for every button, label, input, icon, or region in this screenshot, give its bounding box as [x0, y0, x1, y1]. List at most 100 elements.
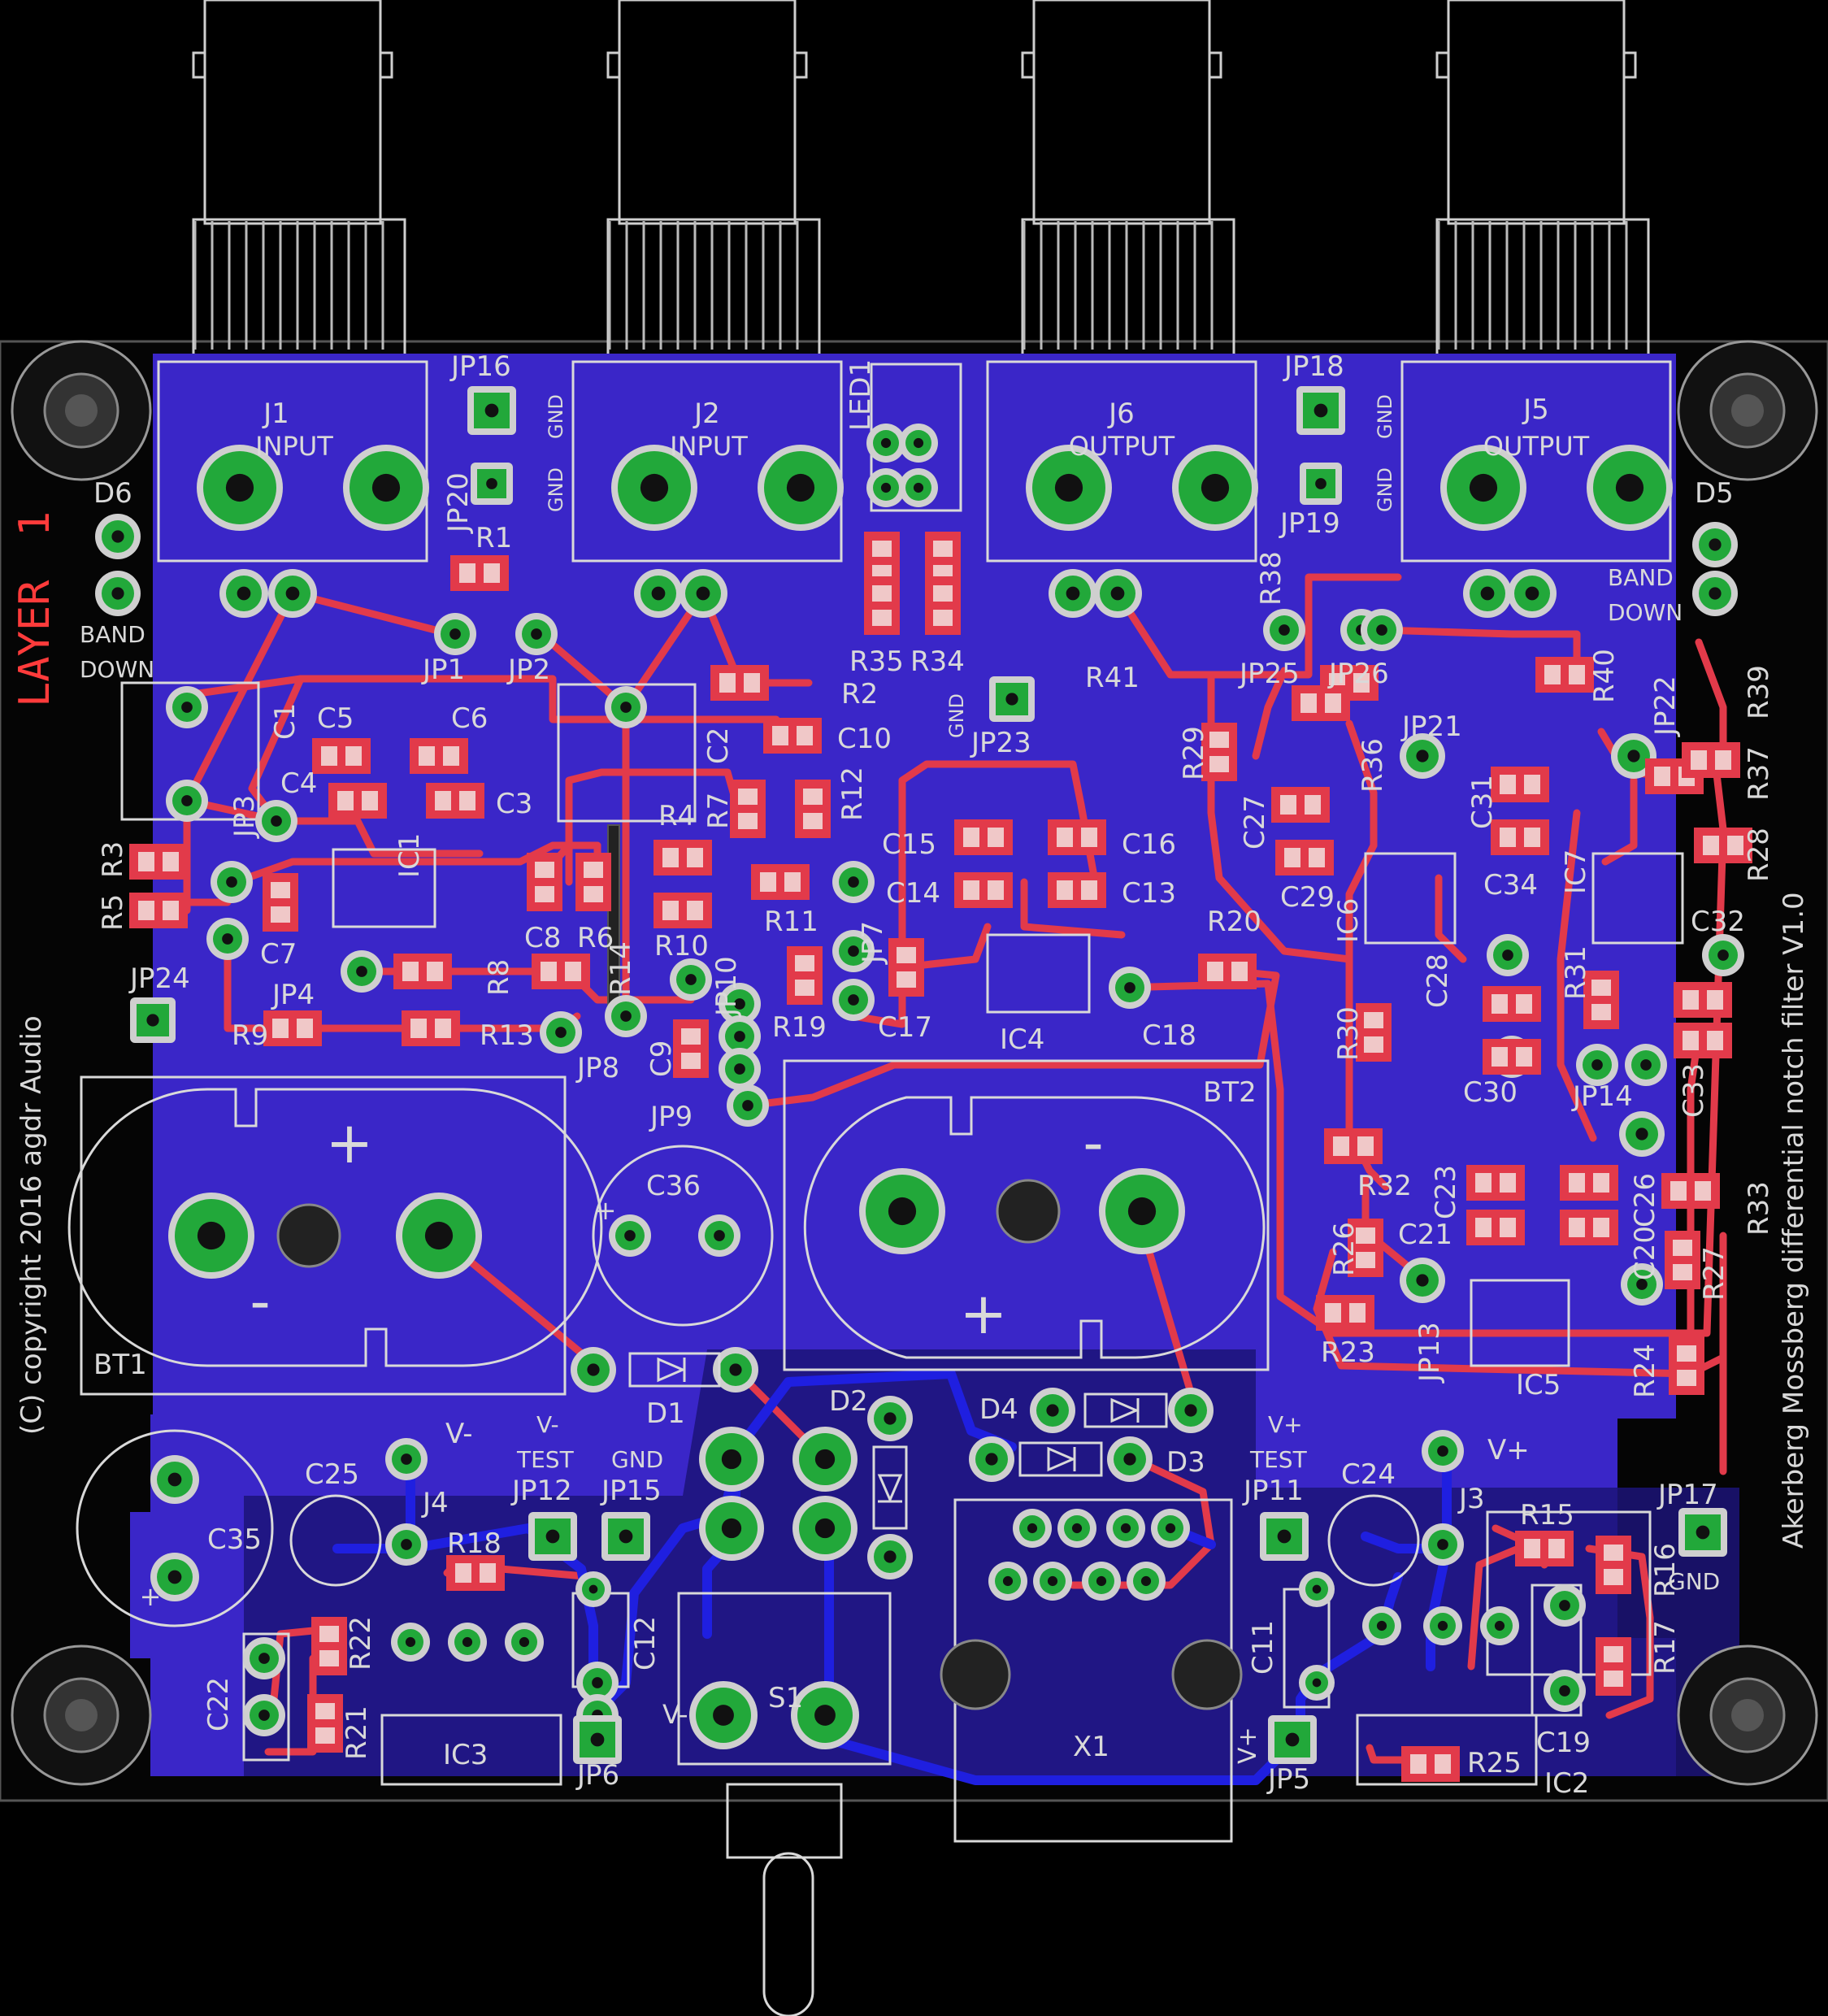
drill-hole — [913, 482, 924, 493]
drill-hole — [197, 1221, 226, 1250]
bt2-minus: - — [1083, 1110, 1103, 1176]
smd-footprint — [1275, 840, 1334, 875]
mounting-hole-top-left — [11, 340, 152, 481]
smd-pad — [362, 791, 378, 810]
ref-jp20: JP20 — [442, 472, 475, 534]
gnd-label-jp23: GND — [945, 693, 968, 738]
smd-pad — [1604, 1569, 1623, 1585]
j5-label: OUTPUT — [1483, 431, 1590, 462]
smd-pad — [1569, 1173, 1585, 1193]
smd-footprint — [532, 954, 590, 989]
ref-r37: R37 — [1743, 746, 1775, 801]
smd-pad — [484, 563, 500, 583]
smd-pad — [1057, 880, 1073, 900]
drill-hole — [713, 1705, 734, 1726]
drill-hole — [624, 1230, 636, 1241]
layer-number: 1 — [11, 511, 59, 537]
bnc-threads — [193, 221, 1628, 350]
ref-c9: C9 — [645, 1041, 678, 1077]
drill-hole — [1165, 1523, 1176, 1534]
ref-jp15: JP15 — [600, 1475, 662, 1507]
ref-c4: C4 — [280, 767, 317, 800]
smd-footprint — [795, 780, 831, 838]
smd-pad — [1524, 775, 1540, 794]
ref-r18: R18 — [447, 1527, 502, 1560]
smd-pad — [1500, 1173, 1516, 1193]
drill-hole — [590, 1732, 605, 1747]
smd-pad — [1707, 990, 1723, 1010]
smd-pad — [584, 862, 603, 878]
ic6-outline — [1364, 852, 1457, 945]
smd-pad — [315, 1727, 335, 1744]
smd-pad — [271, 906, 290, 923]
drill-hole — [484, 403, 499, 418]
smd-footprint — [1674, 982, 1732, 1018]
ref-c14: C14 — [886, 877, 940, 910]
drill-hole — [880, 482, 892, 493]
ref-d5: D5 — [1695, 477, 1734, 510]
d3-body — [1018, 1441, 1103, 1477]
smd-pad — [662, 901, 679, 920]
ref-r36: R36 — [1357, 738, 1389, 793]
drill-hole — [848, 994, 859, 1006]
ref-jp21: JP21 — [1400, 710, 1462, 743]
smd-pad — [1715, 750, 1731, 770]
battery-clip-holes — [276, 1179, 1243, 1710]
smd-pad — [419, 746, 435, 766]
smd-pad — [1325, 693, 1341, 713]
smd-pad — [163, 901, 179, 920]
smd-pad — [681, 1028, 701, 1045]
drill-hole — [1636, 1279, 1648, 1290]
smd-pad — [1591, 1004, 1611, 1020]
ref-c3: C3 — [496, 788, 532, 820]
smd-footprint — [1316, 1295, 1374, 1331]
smd-footprint — [925, 576, 961, 635]
ref-r8: R8 — [483, 959, 515, 996]
smd-pad — [988, 880, 1004, 900]
ic5-outline — [1470, 1279, 1570, 1367]
ref-r24: R24 — [1629, 1344, 1661, 1398]
drill-hole — [1140, 1575, 1152, 1587]
smd-pad — [345, 746, 362, 766]
ref-jp18: JP18 — [1283, 350, 1344, 383]
ref-r38: R38 — [1255, 551, 1287, 606]
drill-hole — [729, 1363, 742, 1376]
ref-r4: R4 — [658, 800, 695, 832]
j1-label: INPUT — [255, 431, 333, 462]
ref-c18: C18 — [1142, 1019, 1196, 1052]
drill-hole — [721, 1518, 742, 1539]
drill-hole — [1376, 624, 1387, 636]
drill-hole — [1201, 473, 1230, 502]
smd-footprint — [1674, 1023, 1732, 1058]
drill-hole — [225, 473, 254, 502]
ref-c30: C30 — [1463, 1076, 1518, 1109]
drill-hole — [1096, 1575, 1107, 1587]
smd-footprint — [1560, 1210, 1618, 1245]
ref-j3: J3 — [1457, 1483, 1485, 1515]
smd-pad — [1410, 1754, 1426, 1774]
ref-d6: D6 — [93, 477, 132, 510]
ref-r15: R15 — [1520, 1499, 1574, 1532]
drill-hole — [1502, 949, 1513, 961]
ref-r29: R29 — [1178, 726, 1210, 780]
drill-hole — [111, 530, 124, 543]
ref-ic5: IC5 — [1516, 1369, 1561, 1401]
smd-pad — [319, 1626, 339, 1642]
smd-footprint — [751, 864, 810, 900]
bt1-outline — [80, 1075, 567, 1396]
ic2-outline — [1356, 1714, 1538, 1786]
ref-jp3: JP3 — [228, 795, 261, 839]
smd-footprint — [787, 946, 823, 1005]
bt2-inner — [803, 1096, 1266, 1359]
smd-pad — [1500, 775, 1516, 794]
drill-hole — [1559, 1600, 1570, 1611]
ref-jp6: JP6 — [575, 1759, 619, 1792]
gnd-label-2: GND — [545, 467, 567, 512]
ref-r40: R40 — [1588, 649, 1621, 703]
smd-pad — [1604, 1545, 1623, 1561]
smd-footprint — [1483, 1039, 1541, 1075]
smd-pad — [565, 962, 581, 981]
drill-hole — [1627, 749, 1640, 763]
bt1-plus: + — [326, 1110, 374, 1176]
ref-bt1: BT1 — [93, 1349, 147, 1381]
